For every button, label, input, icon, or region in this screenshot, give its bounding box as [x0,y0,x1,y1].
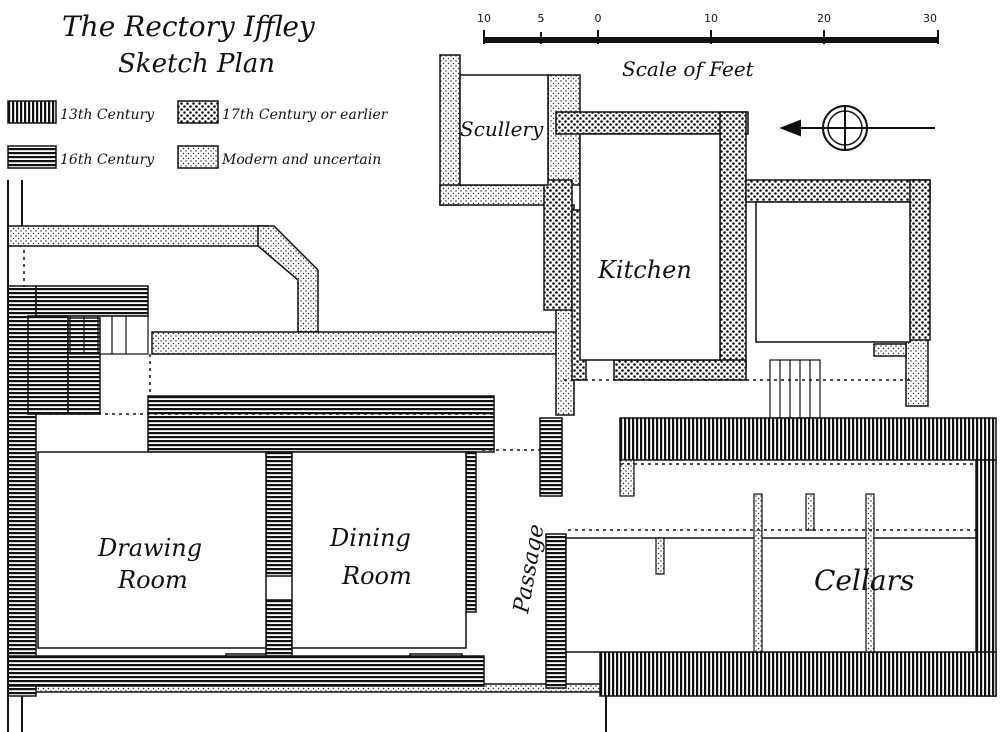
kitchen [579,133,721,361]
walls-16th-century [7,285,567,697]
legend-swatch-13th-century [7,100,57,124]
scale-tick-label: 30 [923,12,937,25]
legend-swatch-modern [177,145,219,169]
room-label-dining-room: Room [341,562,412,590]
legend-label-16th-century: 16th Century [60,152,155,168]
room-label-drawing: Drawing [97,534,202,562]
room-label-cellars: Cellars [814,564,914,597]
room-label-kitchen: Kitchen [597,256,692,284]
room-label-drawing-room: Room [117,566,188,594]
scale-tick-label: 0 [595,12,602,25]
walls-13th-century [599,417,997,697]
legend [7,100,219,169]
side-room [755,201,911,343]
scale-tick-label: 10 [704,12,718,25]
legend-label-modern: Modern and uncertain [221,152,381,168]
plan-title: The Rectory Iffley Sketch Plan [62,10,316,79]
scale-bar: 10 5 0 10 20 30 Scale of Feet [477,12,939,81]
compass-icon [779,105,935,151]
title-line-1: The Rectory Iffley [62,10,316,43]
scale-label: Scale of Feet [622,57,755,81]
scale-tick-label: 20 [817,12,831,25]
title-line-2: Sketch Plan [118,49,275,79]
staircase [69,315,821,419]
legend-swatch-16th-century [7,145,57,169]
scale-tick-label: 5 [538,12,545,25]
dining-room [291,451,467,649]
room-label-passage: Passage [509,522,549,616]
room-label-dining: Dining [329,524,411,552]
legend-swatch-17th-century [177,100,219,124]
legend-label-13th-century: 13th Century [60,107,155,123]
cellars [565,537,977,653]
scale-tick-label: 10 [477,12,491,25]
legend-label-17th-century: 17th Century or earlier [222,107,389,123]
room-label-scullery: Scullery [460,117,544,141]
scullery [459,74,549,186]
drawing-room [37,451,267,649]
